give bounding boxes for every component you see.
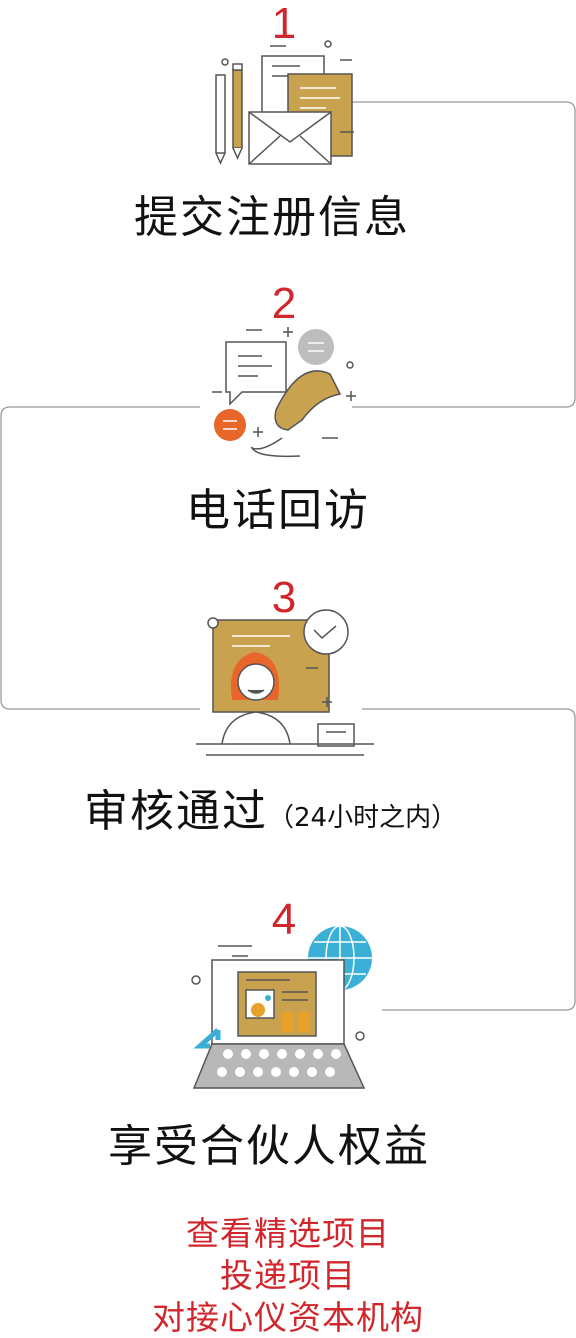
step-3-title: 审核通过（24小时之内） (84, 787, 457, 843)
step-3-label: 审核通过 (84, 786, 268, 837)
benefit-item-1: 查看精选项目 (186, 1214, 390, 1253)
benefit-item-3: 对接心仪资本机构 (152, 1298, 424, 1337)
step-3-note: （24小时之内） (268, 803, 458, 833)
step-1-title: 提交注册信息 (134, 192, 410, 243)
step-4-title: 享受合伙人权益 (108, 1121, 430, 1172)
step-1-number: 1 (271, 0, 297, 48)
step-2-number: 2 (271, 279, 297, 328)
benefit-item-2: 投递项目 (220, 1256, 356, 1295)
step-3-number: 3 (271, 573, 297, 622)
step-2-title: 电话回访 (186, 485, 370, 536)
step-4-number: 4 (271, 895, 297, 944)
